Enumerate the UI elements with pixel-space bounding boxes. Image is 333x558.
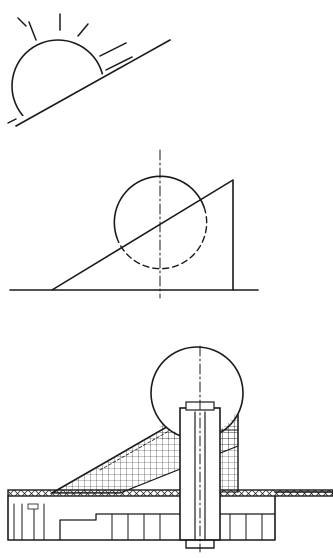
- panel-sphere-on-triangle: [9, 149, 259, 299]
- basement-outline: [7, 495, 276, 541]
- sphere-upper-arc: [113, 175, 205, 239]
- triangle-wedge: [51, 179, 234, 291]
- panel-section-elevation: [7, 345, 333, 553]
- basement-step: [59, 513, 181, 541]
- sun-rays-icon: [17, 13, 133, 71]
- slope-tick-left: [7, 118, 17, 124]
- panel-sun-over-slope: [7, 13, 171, 128]
- basement-piers: [111, 513, 276, 541]
- column-side-hatch: [219, 429, 239, 493]
- ground-slab: [7, 489, 333, 497]
- slope-line: [15, 39, 171, 127]
- column-foundation: [185, 539, 215, 549]
- basement-left-rooms: [13, 503, 45, 541]
- sphere-hidden-arc: [116, 206, 208, 270]
- sun-circle-icon: [11, 39, 105, 128]
